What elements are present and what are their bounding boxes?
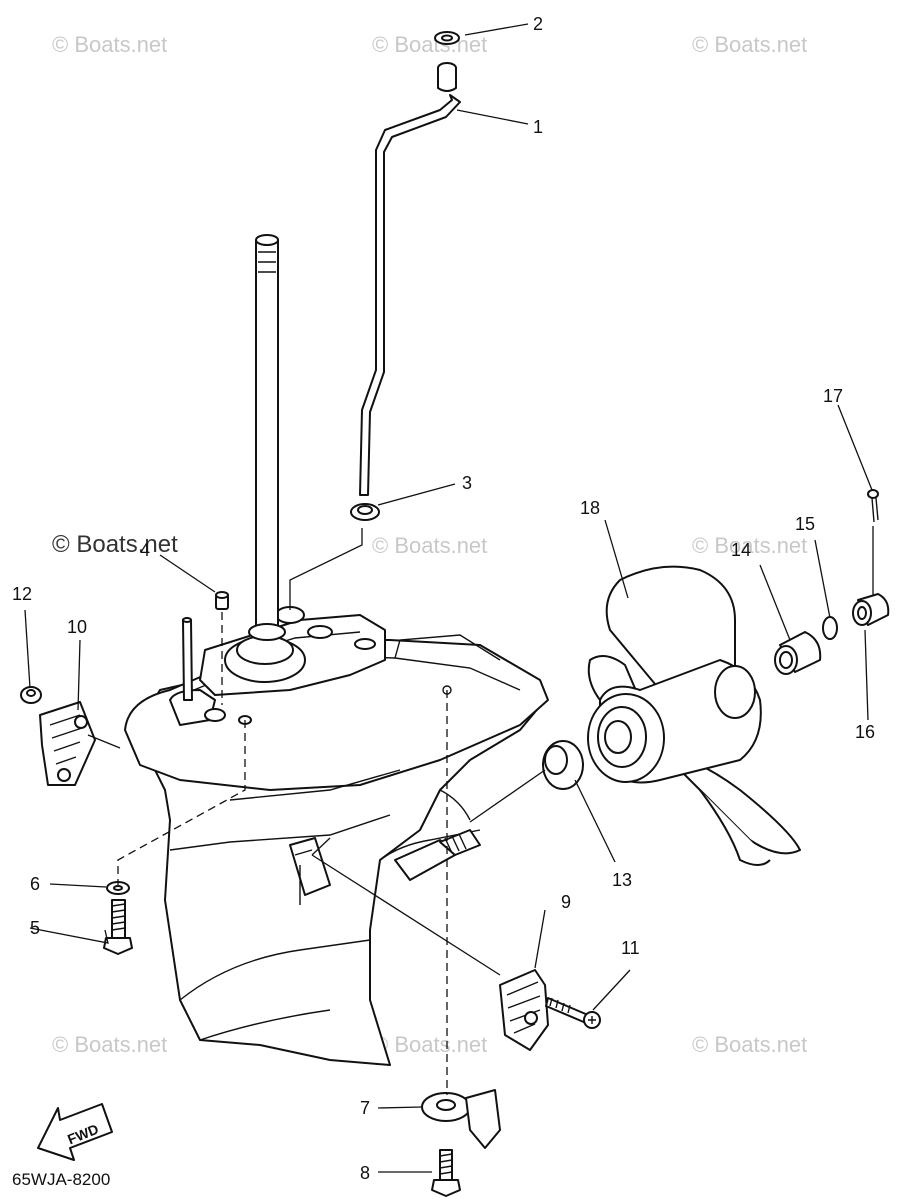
callout-2: 2 [533, 14, 543, 34]
callout-3: 3 [462, 473, 472, 493]
screw-11 [545, 997, 601, 1029]
watermark-2: © Boats.net [372, 32, 487, 57]
washer-15 [822, 616, 838, 640]
watermark-dark: © Boats.net [52, 531, 178, 558]
callout-9: 9 [561, 892, 571, 912]
bolt-8 [431, 1149, 461, 1197]
drive-shaft [248, 234, 286, 641]
callout-18: 18 [580, 498, 600, 518]
grommet-top [434, 31, 460, 45]
callout-15: 15 [795, 514, 815, 534]
diagram-code: 65WJA-8200 [12, 1170, 110, 1189]
seal-13 [542, 740, 584, 790]
watermark-1: © Boats.net [52, 32, 167, 57]
watermark-3: © Boats.net [692, 32, 807, 57]
cotter-pin-17 [867, 489, 879, 523]
watermark-4: © Boats.net [372, 533, 487, 558]
callout-1: 1 [533, 117, 543, 137]
propeller-shaft [394, 829, 481, 881]
callouts: 2 1 3 4 12 10 6 5 7 8 9 11 13 14 15 16 1… [12, 14, 875, 1183]
nut-12 [20, 686, 42, 704]
callout-12: 12 [12, 584, 32, 604]
bolt-5 [103, 899, 133, 955]
lower-casing [124, 606, 549, 1066]
callout-7: 7 [360, 1098, 370, 1118]
water-tube [359, 62, 461, 496]
grommet-lower [350, 503, 380, 521]
callout-17: 17 [823, 386, 843, 406]
propeller [587, 565, 801, 866]
callout-6: 6 [30, 874, 40, 894]
spacer-14 [774, 631, 822, 675]
callout-16: 16 [855, 722, 875, 742]
nut-16 [852, 593, 890, 626]
alignment-lines [117, 528, 452, 1095]
callout-4: 4 [140, 540, 150, 560]
callout-13: 13 [612, 870, 632, 890]
fwd-arrow-icon: FWD [37, 1103, 113, 1161]
watermark-5: © Boats.net [692, 533, 807, 558]
trim-tab-9 [499, 969, 549, 1051]
callout-8: 8 [360, 1163, 370, 1183]
callout-11: 11 [621, 938, 640, 958]
callout-10: 10 [67, 617, 87, 637]
anode-left [39, 701, 96, 786]
watermarks: © Boats.net © Boats.net © Boats.net © Bo… [52, 32, 807, 1057]
watermark-6: © Boats.net [52, 1032, 167, 1057]
plate-7 [421, 1089, 501, 1149]
watermark-8: © Boats.net [692, 1032, 807, 1057]
watermark-7: © Boats.net [372, 1032, 487, 1057]
callout-5: 5 [30, 918, 40, 938]
callout-14: 14 [731, 540, 751, 560]
leader-lines [24, 23, 874, 1173]
dowel-pin [215, 591, 229, 610]
